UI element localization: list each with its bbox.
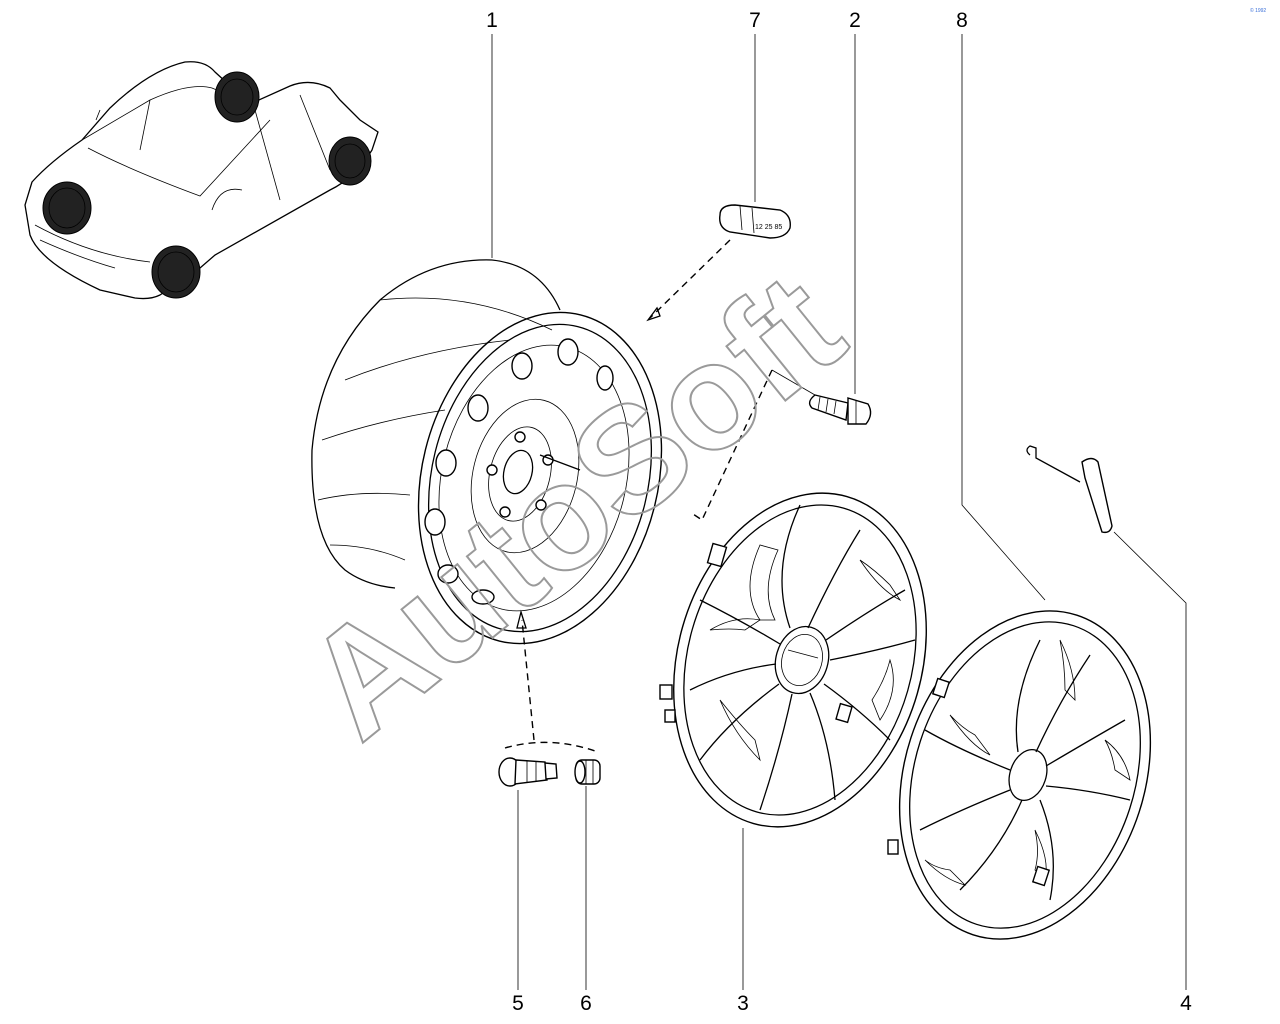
steel-wheel-rim xyxy=(311,259,663,645)
callout-4: 4 xyxy=(1180,992,1192,1015)
leader-lines xyxy=(491,34,1187,990)
valve-cap xyxy=(574,759,601,785)
tyre-valve xyxy=(498,757,558,787)
hubcap-removal-hook xyxy=(1026,445,1113,534)
svg-text:12 25 85: 12 25 85 xyxy=(755,224,782,231)
wheel-bolt xyxy=(808,394,872,425)
callout-1: 1 xyxy=(486,9,498,32)
hubcap-front xyxy=(659,492,927,828)
callout-8: 8 xyxy=(956,9,968,32)
callout-3: 3 xyxy=(737,992,749,1015)
balance-weight: 12 25 85 xyxy=(719,204,791,239)
callout-2: 2 xyxy=(849,9,861,32)
callout-7: 7 xyxy=(749,9,761,32)
callout-5: 5 xyxy=(512,992,524,1015)
car-thumbnail xyxy=(24,61,379,300)
corner-mark: © 1992 xyxy=(1250,7,1266,14)
callout-numbers: 1 2 3 4 5 6 7 8 xyxy=(486,9,1192,1015)
callout-6: 6 xyxy=(580,992,592,1015)
hubcap-alternate xyxy=(887,610,1152,940)
